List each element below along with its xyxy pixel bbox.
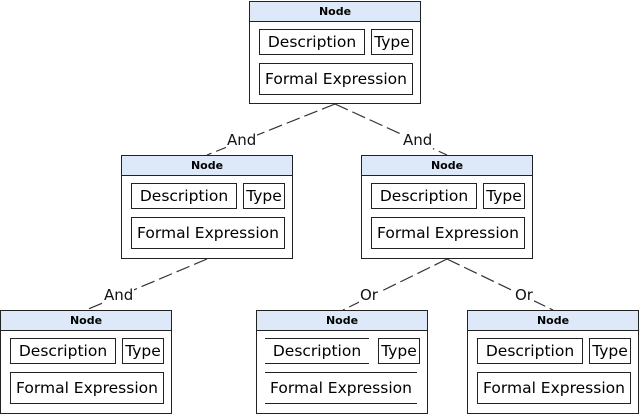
node-formal-expression: Formal Expression [477, 372, 631, 404]
node-title: Node [468, 311, 638, 331]
node-title: Node [362, 156, 532, 176]
node-type: Type [243, 183, 285, 209]
edge-label-right-left: Or [359, 286, 379, 304]
node-type: Type [483, 183, 525, 209]
node-type: Type [378, 338, 420, 364]
node-title: Node [122, 156, 292, 176]
node-formal-expression: Formal Expression [371, 217, 525, 249]
node-type: Type [122, 338, 164, 364]
node-formal-expression: Formal Expression [131, 217, 285, 249]
edge-label-root-right: And [402, 131, 434, 149]
node-formal-expression: Formal Expression [259, 63, 413, 95]
node-level2-left[interactable]: Node Description Type Formal Expression [121, 155, 293, 259]
edge-label-right-right: Or [514, 286, 534, 304]
node-level2-right[interactable]: Node Description Type Formal Expression [361, 155, 533, 259]
node-description: Description [131, 183, 237, 209]
edge-line-left-child [85, 258, 208, 311]
node-formal-expression: Formal Expression [265, 372, 417, 404]
node-title: Node [250, 2, 420, 22]
edge-label-left-child: And [103, 286, 135, 304]
node-title: Node [257, 311, 427, 331]
node-description: Description [477, 338, 583, 364]
node-description: Description [371, 183, 477, 209]
edge-line-right-right [446, 258, 554, 311]
node-title: Node [1, 311, 171, 331]
node-type: Type [589, 338, 631, 364]
node-level3-left[interactable]: Node Description Type Formal Expression [0, 310, 172, 414]
node-description: Description [265, 338, 369, 364]
edge-label-root-left: And [226, 131, 258, 149]
node-level3-right[interactable]: Node Description Type Formal Expression [467, 310, 639, 414]
node-description: Description [259, 29, 365, 55]
node-description: Description [10, 338, 116, 364]
node-level3-middle[interactable]: Node Description Type Formal Expression [256, 310, 428, 414]
node-type: Type [371, 29, 413, 55]
node-root[interactable]: Node Description Type Formal Expression [249, 1, 421, 104]
node-formal-expression: Formal Expression [10, 372, 164, 404]
